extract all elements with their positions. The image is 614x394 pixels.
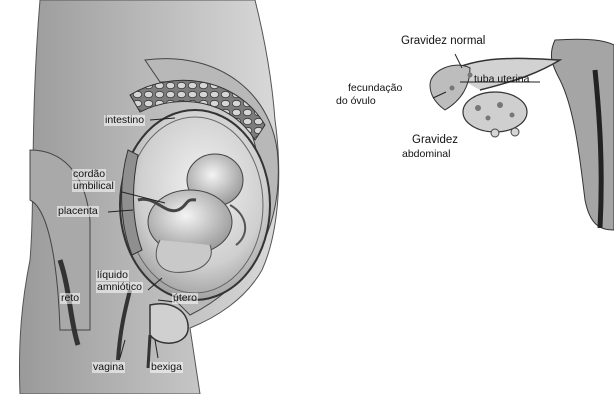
label-fecundacao-line1: fecundação [348,83,402,94]
label-gravidez-normal: Gravidez normal [401,36,485,47]
label-tuba-uterina: tuba uterina [474,74,529,85]
label-gravidez-abdominal-line2: abdominal [402,149,450,160]
label-utero: útero [172,293,198,304]
label-vagina: vagina [92,362,125,373]
label-reto: reto [60,293,80,304]
label-cordao-line2: umbilical [72,181,115,192]
label-fecundacao-line2: do óvulo [336,96,376,107]
label-cordao-line1: cordão [72,169,106,180]
label-liquido-line1: líquido [96,270,129,281]
label-gravidez-abdominal-line1: Gravidez [412,135,458,146]
label-liquido-line2: amniótico [96,282,143,293]
label-bexiga: bexiga [150,362,183,373]
label-intestino: intestino [104,115,145,126]
label-placenta: placenta [57,206,99,217]
